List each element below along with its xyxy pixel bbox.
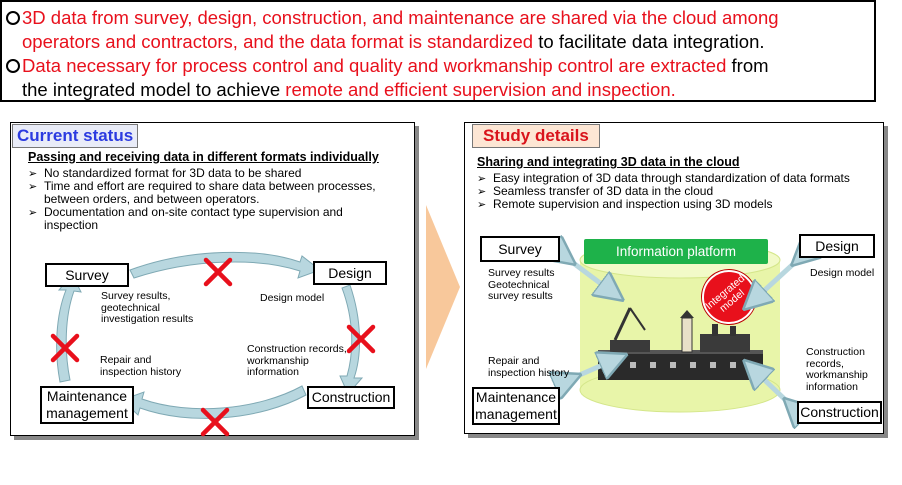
arrow-survey-to-design [129, 251, 322, 279]
current-bullet-list: No standardized format for 3D data to be… [28, 167, 398, 232]
circle-bullet-icon [6, 59, 20, 73]
study-note-survey-results: Survey results Geotechnical survey resul… [488, 267, 555, 302]
arrow-construction-platform [754, 370, 794, 408]
study-survey-box: Survey [480, 236, 560, 262]
current-subtitle: Passing and receiving data in different … [28, 150, 379, 164]
list-item: Time and effort are required to share da… [28, 180, 398, 206]
study-note-design-model: Design model [810, 267, 875, 279]
current-status-title: Current status [12, 124, 139, 148]
study-arrows [464, 230, 884, 430]
study-construction-box: Construction [797, 401, 882, 424]
current-note-repair-history: Repair and inspection history [100, 354, 182, 378]
study-subtitle: Sharing and integrating 3D data in the c… [477, 155, 740, 169]
orange-arrow-icon [426, 205, 460, 369]
x-mark-icon [200, 407, 230, 437]
x-mark-icon [203, 257, 233, 287]
circle-bullet-icon [6, 11, 20, 25]
current-survey-box: Survey [45, 263, 129, 287]
current-design-box: Design [313, 261, 387, 285]
study-details-title: Study details [472, 124, 600, 148]
study-bullet-list: Easy integration of 3D data through stan… [477, 172, 872, 212]
arrow-survey-platform [564, 256, 612, 292]
current-note-construction-records: Construction records, workmanship inform… [247, 343, 347, 378]
x-mark-icon [50, 333, 80, 363]
list-item: Documentation and on-site contact type s… [28, 206, 398, 232]
summary-line-3: Data necessary for process control and q… [6, 54, 769, 78]
list-item: No standardized format for 3D data to be… [28, 167, 398, 181]
arrow-design-platform [754, 256, 802, 300]
arrow-maintenance-to-survey [56, 273, 82, 383]
arrow-design-to-construction [339, 284, 364, 395]
study-note-repair-history: Repair and inspection history [488, 355, 570, 379]
list-item: Remote supervision and inspection using … [477, 198, 872, 212]
current-note-survey-results: Survey results, geotechnical investigati… [101, 290, 194, 325]
current-construction-box: Construction [307, 386, 395, 409]
summary-line-4: the integrated model to achieve remote a… [22, 79, 676, 100]
summary-box: 3D data from survey, design, constructio… [0, 0, 876, 102]
arrow-maintenance-platform [568, 360, 614, 380]
current-maintenance-box: Maintenance management [40, 386, 134, 424]
summary-line-2: operators and contractors, and the data … [22, 31, 765, 52]
list-item: Easy integration of 3D data through stan… [477, 172, 872, 186]
x-mark-icon [346, 324, 376, 354]
current-note-design-model: Design model [260, 292, 325, 304]
list-item: Seamless transfer of 3D data in the clou… [477, 185, 872, 199]
summary-line-1: 3D data from survey, design, constructio… [6, 6, 779, 30]
study-maintenance-box: Maintenance management [472, 387, 560, 425]
study-design-box: Design [799, 234, 875, 258]
study-note-construction-records: Construction records, workmanship inform… [806, 346, 868, 393]
